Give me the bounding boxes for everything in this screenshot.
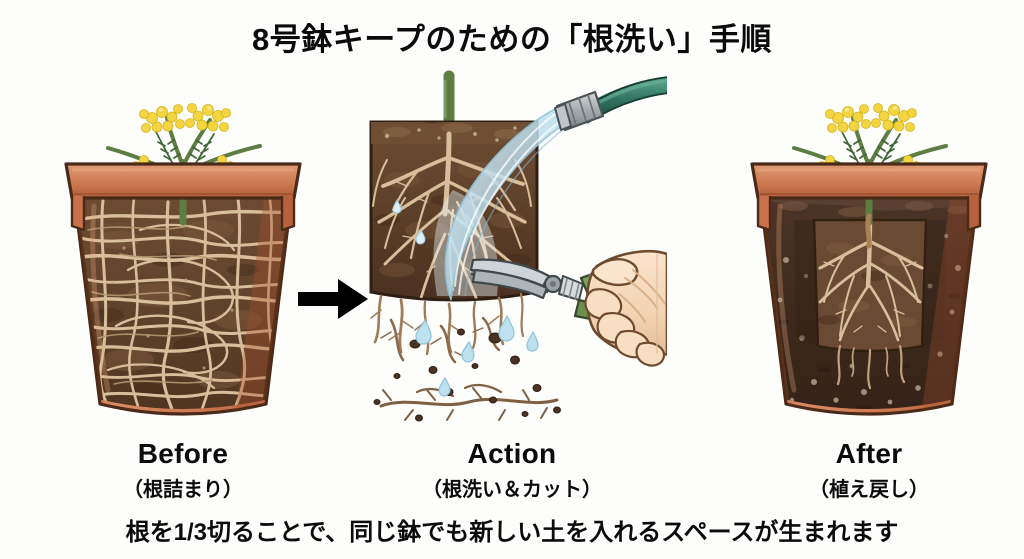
garden-hose (554, 76, 667, 132)
root-washing-and-pruning-illustration (357, 70, 667, 430)
plant-stem (443, 70, 455, 128)
falling-debris (373, 198, 561, 422)
step-label-before-en: Before (137, 438, 229, 469)
fresh-soil-with-small-rootball (762, 198, 976, 409)
trimmed-root-ball (812, 217, 928, 390)
potted-plant-replanted-illustration (714, 70, 1024, 430)
hose-nozzle (554, 90, 605, 132)
terracotta-pot-graphic (64, 162, 302, 416)
water-droplets (415, 314, 539, 397)
root-bound-soil-cutaway (76, 198, 290, 409)
terracotta-pot-graphic (750, 162, 988, 416)
process-arrow (296, 276, 370, 322)
step-panel-before (28, 70, 338, 430)
bottom-caption: 根を1/3切ることで、同じ鉢でも新しい土を入れるスペースが生まれます (125, 519, 899, 546)
hand-with-pruning-shears (469, 250, 667, 367)
step-label-action-jp: （根洗い＆カット） (422, 479, 602, 501)
step-panel-after (714, 70, 1024, 430)
potted-plant-rootbound-illustration (28, 70, 338, 430)
cut-root-pile (379, 383, 559, 421)
step-label-action-en: Action (467, 438, 557, 469)
step-panel-action (357, 70, 667, 430)
step-label-before-jp: （根詰まり） (123, 479, 243, 501)
water-stream (444, 107, 577, 301)
step-label-after-jp: （植え戻し） (809, 479, 929, 501)
step-label-after-en: After (835, 438, 903, 469)
page-title: 8号鉢キープのための「根洗い」手順 (252, 22, 772, 57)
